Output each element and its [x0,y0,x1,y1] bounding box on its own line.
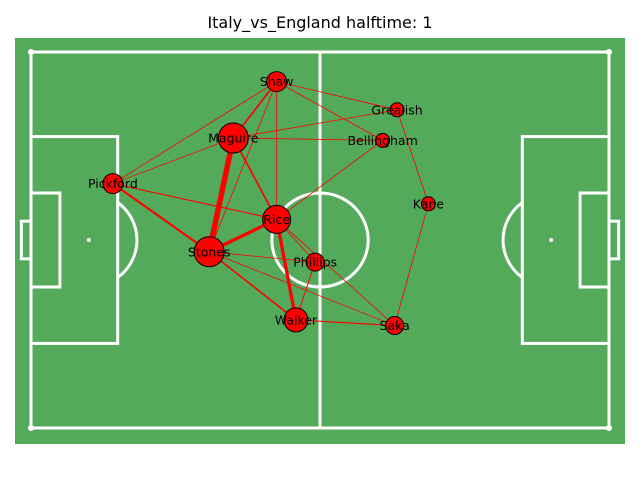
pass-edge [112,81,277,184]
pitch [15,38,625,444]
pass-edge [233,109,398,139]
left-penalty-spot [86,238,91,242]
right-penalty-arc [501,201,524,279]
centre-circle [270,191,370,289]
corner-mark [28,425,34,431]
pass-edge [394,203,429,326]
player-label: Maguire [208,131,259,146]
pass-edge [209,251,395,326]
pass-edge [276,219,395,326]
pass-edge [275,219,298,321]
pass-edge [276,140,383,220]
player-label: Saka [380,318,410,333]
pass-edge [276,81,383,141]
player-nodes [102,71,436,336]
pass-edge [295,319,395,327]
corner-mark [606,49,612,55]
player-node [420,196,436,212]
player-node [262,204,292,234]
player-node [385,316,405,336]
pass-edge [112,137,234,184]
right-goal [607,219,621,261]
player-label: Phillips [293,255,337,270]
chart-title: Italy_vs_England halftime: 1 [207,13,433,32]
player-label: Shaw [260,74,294,89]
player-node [266,71,288,93]
corner-mark [28,49,34,55]
pass-edge [209,251,316,263]
player-node [305,252,325,272]
pass-edge [206,137,236,253]
pass-edge [112,182,210,253]
pass-edge [276,81,398,111]
pass-edge [208,81,278,252]
player-label: Pickford [88,176,138,191]
player-node [389,102,405,118]
player-node [102,173,124,195]
left-penalty-arc [116,201,139,279]
player-label: Grealish [371,102,422,117]
corner-mark [606,425,612,431]
player-label: Walker [275,312,318,327]
left-goal [19,219,33,261]
player-label: Bellingham [347,133,417,148]
player-label: Rice [263,212,290,227]
right-penalty-spot [549,238,554,242]
pass-edge [112,183,277,220]
pass-edge [233,137,383,141]
player-node [217,122,249,154]
player-label: Stones [188,244,231,259]
player-node [193,236,225,268]
pass-edge [208,251,297,321]
player-label: Kane [413,196,445,211]
pass-edge [396,109,429,204]
player-node [375,132,391,148]
player-node [283,307,309,333]
